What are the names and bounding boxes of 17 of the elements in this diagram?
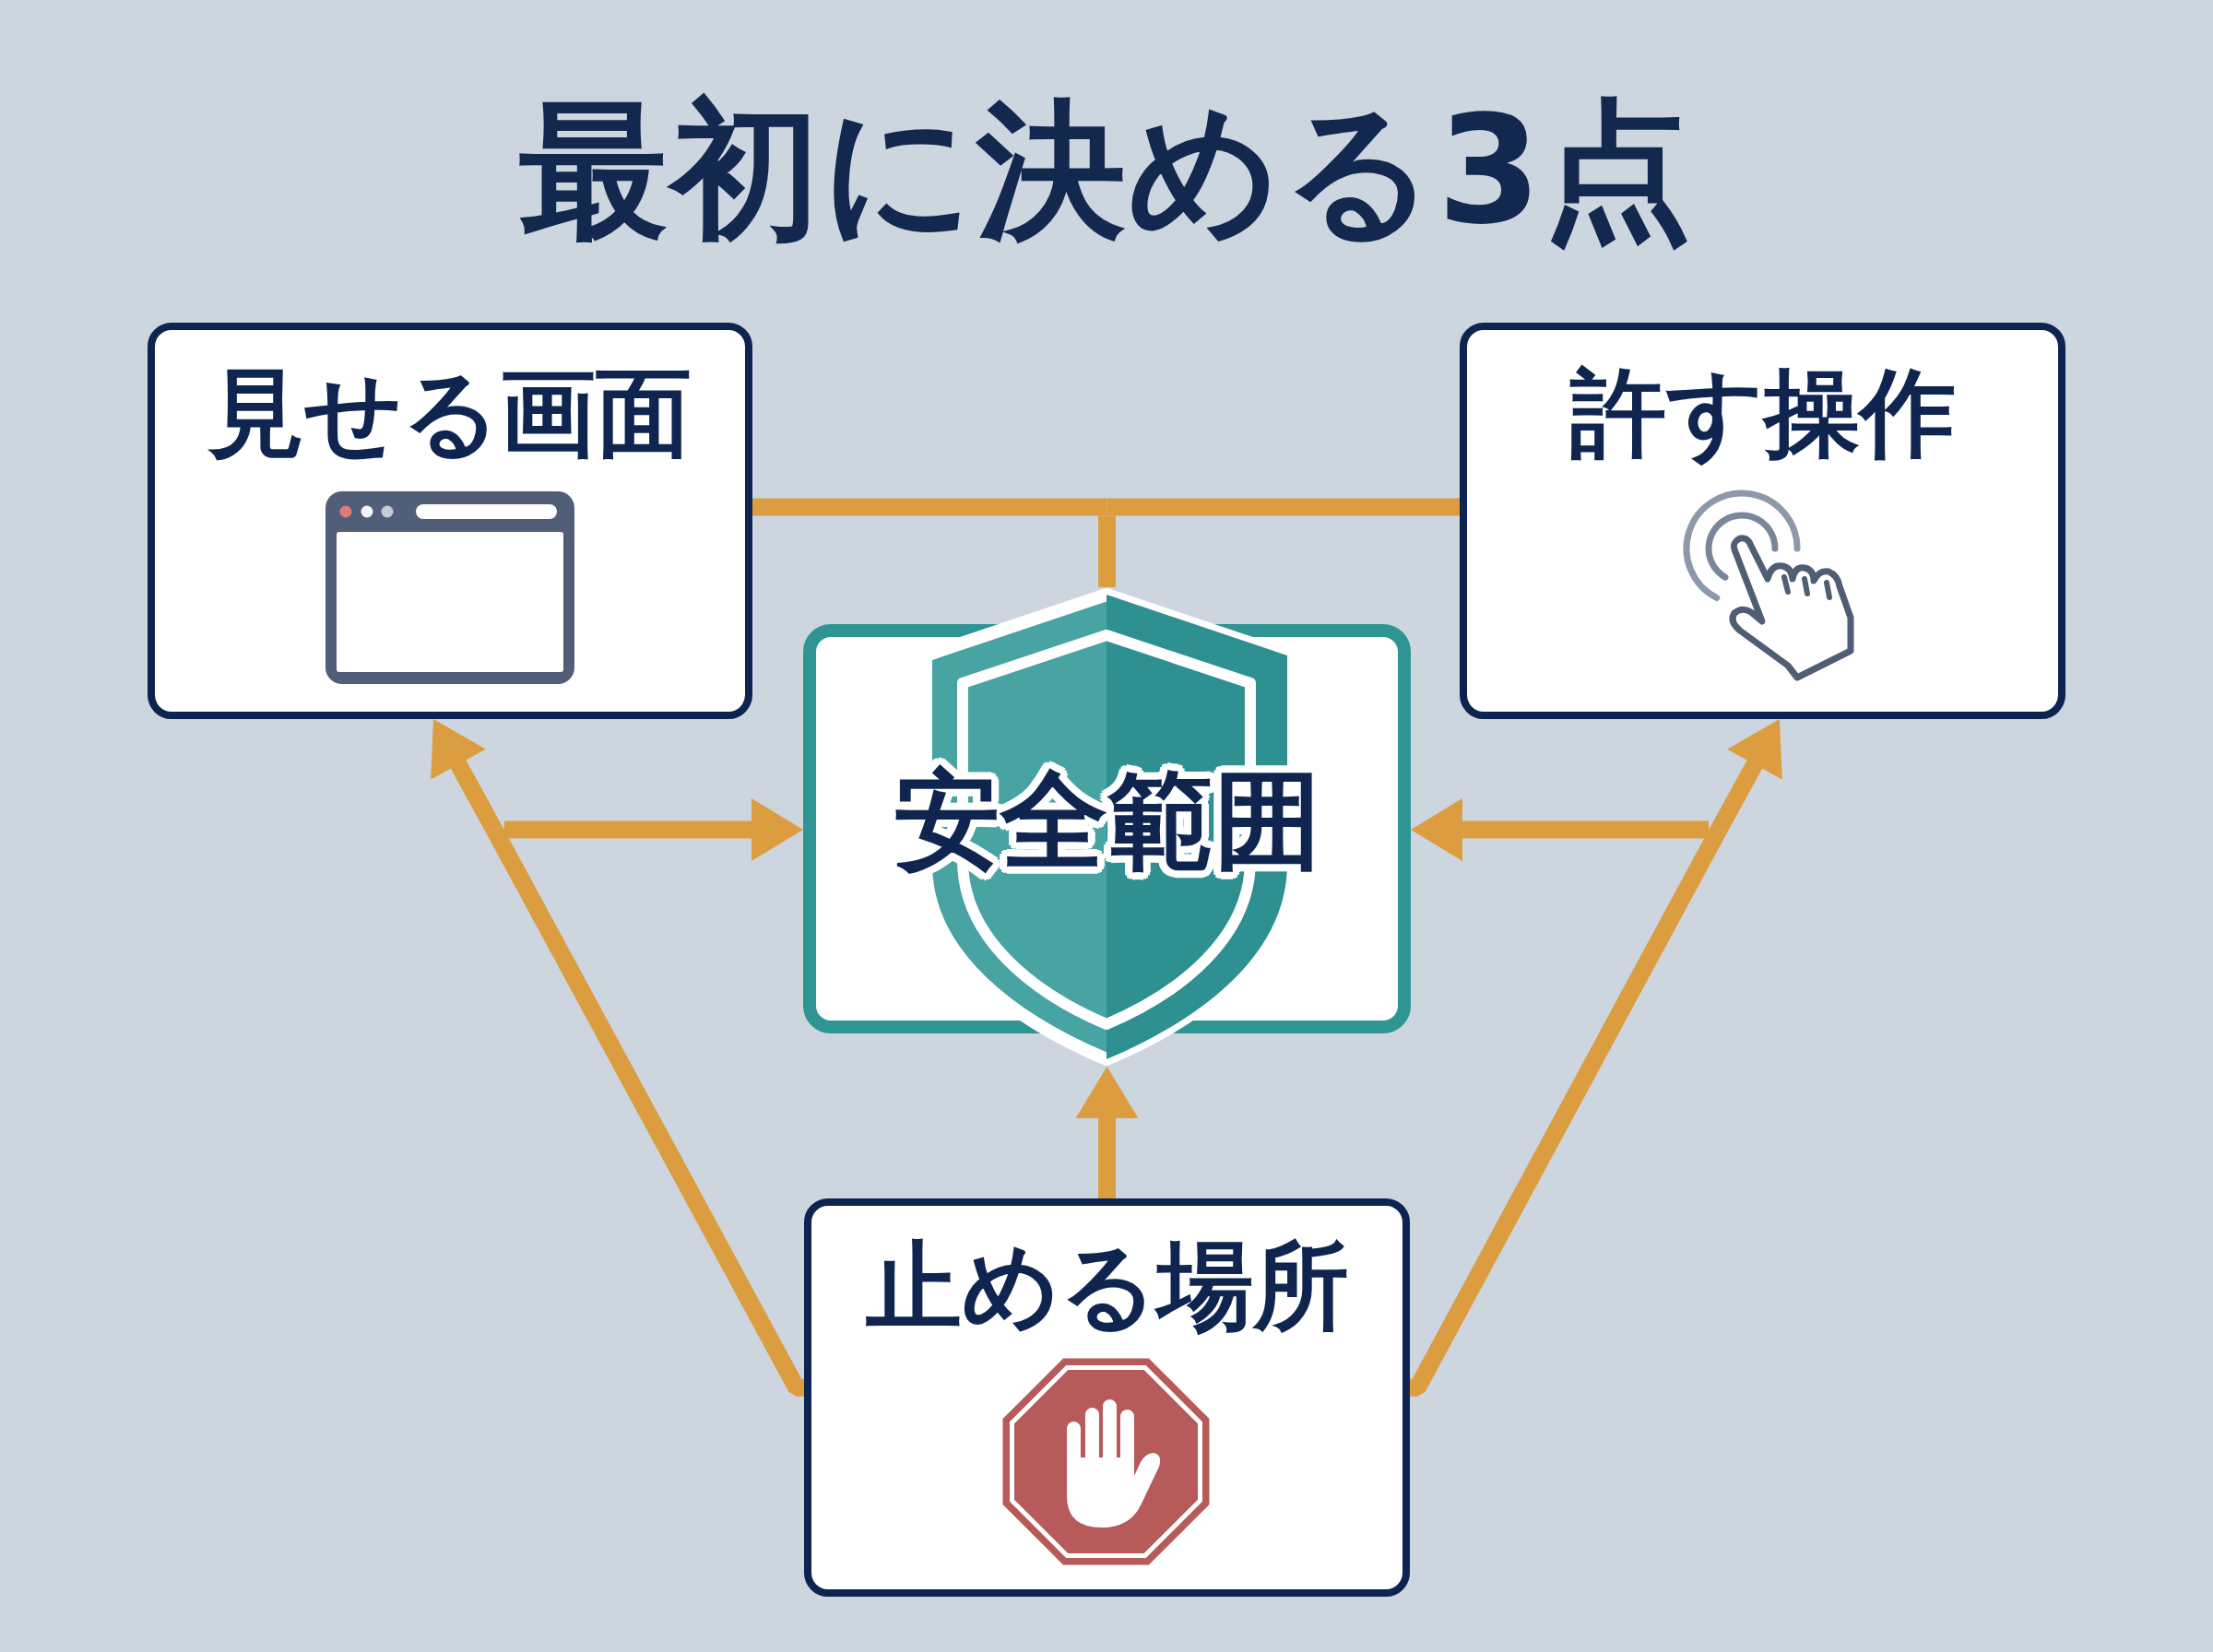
connector-line bbox=[1106, 498, 1460, 516]
card-title: 止める場所 bbox=[865, 1232, 1349, 1342]
arrow bbox=[431, 719, 503, 834]
connector-line bbox=[752, 498, 1107, 516]
card-title: 見せる画面 bbox=[208, 359, 692, 469]
arrow bbox=[1411, 798, 1710, 862]
card-title: 許す操作 bbox=[1569, 359, 1956, 469]
connector-line bbox=[1408, 825, 1727, 1397]
arrow bbox=[503, 798, 803, 862]
topic-card bbox=[1460, 323, 2065, 719]
arrow bbox=[1075, 1067, 1139, 1198]
diagram-title: 最初に決める3点 bbox=[518, 85, 1695, 257]
topic-card bbox=[804, 1198, 1410, 1597]
arrow bbox=[1710, 719, 1782, 834]
connector-line bbox=[1098, 515, 1116, 587]
connector-line bbox=[486, 825, 806, 1397]
topic-card bbox=[148, 323, 752, 719]
